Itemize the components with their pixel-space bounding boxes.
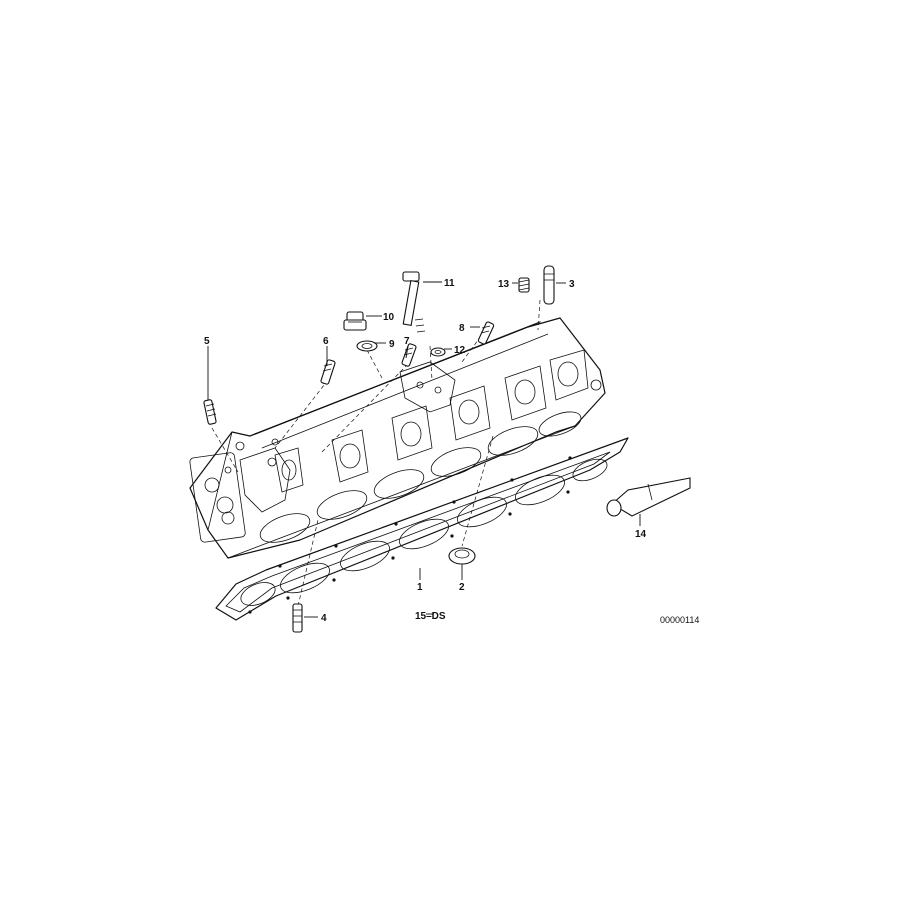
stud-bolt-icon (401, 343, 417, 367)
combustion-chambers (259, 411, 582, 543)
cylinder-head-gasket (215, 437, 629, 621)
stud-bolt-icon (292, 603, 303, 633)
stud-bolt-icon (543, 265, 555, 305)
threaded-insert-icon (518, 277, 530, 293)
callout-6: 6 (323, 336, 329, 347)
assembly-lines (211, 299, 541, 607)
sealing-ring-icon (448, 547, 476, 565)
screw-plug-icon (343, 311, 367, 331)
callout-5: 5 (204, 336, 210, 347)
stud-bolt-icon (203, 399, 217, 425)
callout-9: 9 (389, 339, 395, 350)
callout-7: 7 (404, 336, 410, 347)
callout-4: 4 (321, 613, 327, 624)
gasket-ring-icon (356, 340, 378, 352)
group-label: 15–DS (415, 611, 446, 622)
callout-2: 2 (459, 582, 465, 593)
stud-bolt-icon (320, 359, 336, 385)
callouts: 1 2 3 4 5 6 7 8 9 10 11 12 13 14 15–DS 0… (204, 278, 699, 625)
callout-13: 13 (498, 279, 510, 290)
leader-lines (207, 281, 641, 618)
callout-8: 8 (459, 323, 465, 334)
stud-bolt-icon (477, 321, 495, 345)
port-flanges (274, 349, 589, 493)
callout-3: 3 (569, 279, 575, 290)
callout-14: 14 (635, 529, 647, 540)
gasket-holes (248, 456, 572, 614)
washer-icon (430, 347, 446, 357)
callout-12: 12 (454, 345, 466, 356)
callout-11: 11 (444, 278, 455, 289)
sealant-tube-icon (606, 477, 691, 517)
callout-10: 10 (383, 312, 395, 323)
hex-bolt-icon (402, 271, 426, 333)
cylinder-head (189, 317, 606, 559)
callout-1: 1 (417, 582, 423, 593)
image-code: 00000114 (660, 615, 699, 625)
